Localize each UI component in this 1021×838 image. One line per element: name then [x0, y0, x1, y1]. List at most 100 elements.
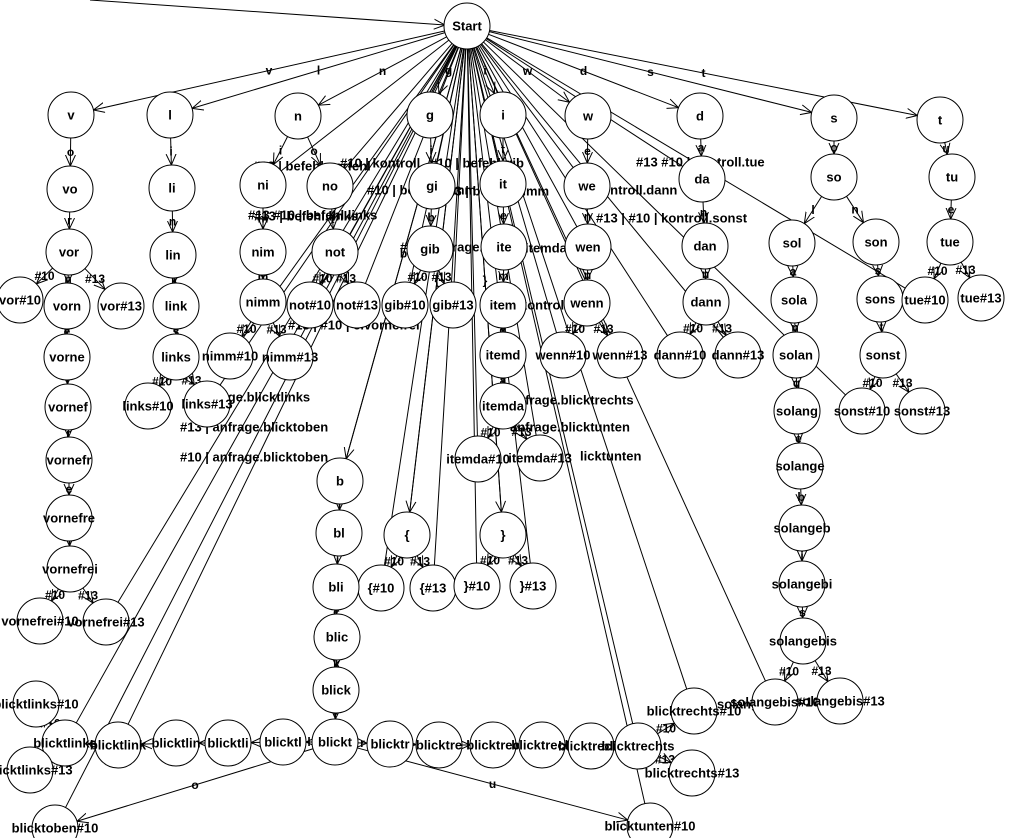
state-circle[interactable] — [82, 598, 130, 646]
state-node-blickt[interactable]: blickt — [311, 718, 359, 766]
state-circle[interactable] — [312, 563, 360, 611]
state-node-gi[interactable]: gi — [408, 162, 456, 210]
state-circle[interactable] — [31, 804, 79, 838]
state-node-links-13[interactable]: links#13 — [181, 380, 233, 428]
state-node-nimm[interactable]: nimm — [239, 278, 287, 326]
state-circle[interactable] — [838, 387, 886, 435]
state-node-sonst-13[interactable]: sonst#13 — [894, 387, 950, 435]
state-circle[interactable] — [898, 387, 946, 435]
state-node-vornef[interactable]: vornef — [44, 383, 92, 431]
state-node-blicktr4[interactable]: blicktrech — [511, 721, 573, 769]
state-circle[interactable] — [239, 228, 287, 276]
state-node-blicktl5[interactable]: blicktlinks — [33, 719, 97, 767]
state-circle[interactable] — [816, 677, 864, 725]
state-circle[interactable] — [518, 721, 566, 769]
state-circle[interactable] — [916, 96, 964, 144]
state-node-itemd[interactable]: itemd — [479, 331, 527, 379]
state-node-links-10[interactable]: links#10 — [122, 382, 174, 430]
state-circle[interactable] — [778, 504, 826, 552]
state-circle[interactable] — [148, 164, 196, 212]
state-node-sola[interactable]: sola — [770, 276, 818, 324]
state-node-rbrace-10[interactable]: }#10 — [453, 562, 501, 610]
state-node-d[interactable]: d — [676, 92, 724, 140]
state-circle[interactable] — [859, 331, 907, 379]
state-circle[interactable] — [94, 721, 142, 769]
state-node-itemda-13[interactable]: itemda#13 — [508, 434, 572, 482]
state-node-sons[interactable]: sons — [856, 275, 904, 323]
state-circle[interactable] — [563, 162, 611, 210]
state-node-tue[interactable]: tue — [926, 218, 974, 266]
state-node-vo[interactable]: vo — [46, 165, 94, 213]
state-node-vor-10[interactable]: vor#10 — [0, 276, 44, 324]
state-node-blicktr5[interactable]: blicktrecht — [558, 722, 625, 770]
state-node-tu[interactable]: tu — [928, 153, 976, 201]
state-node-blicktr3[interactable]: blicktrec — [466, 721, 520, 769]
state-circle[interactable] — [596, 331, 644, 379]
state-node-nimm-10[interactable]: nimm#10 — [202, 332, 258, 380]
state-node-vornefrei-10[interactable]: vornefrei#10 — [1, 597, 79, 645]
state-node-itemda[interactable]: itemda — [479, 382, 527, 430]
state-node-lin[interactable]: lin — [149, 231, 197, 279]
state-circle[interactable] — [852, 218, 900, 266]
state-circle[interactable] — [810, 153, 858, 201]
state-node-gib[interactable]: gib — [406, 225, 454, 273]
state-node-s[interactable]: s — [810, 94, 858, 142]
state-node-vorn[interactable]: vorn — [43, 282, 91, 330]
state-node-tue-13[interactable]: tue#13 — [957, 274, 1005, 322]
state-node-vorne[interactable]: vorne — [43, 333, 91, 381]
state-circle[interactable] — [206, 332, 254, 380]
state-node-blicktlinks-13[interactable]: blicktlinks#13 — [0, 746, 73, 794]
state-node-vornefre[interactable]: vornefre — [43, 494, 95, 542]
state-circle[interactable] — [453, 562, 501, 610]
state-node-dan[interactable]: dan — [681, 222, 729, 270]
state-node-solan[interactable]: solan — [772, 331, 820, 379]
state-node-b[interactable]: b — [316, 457, 364, 505]
state-circle[interactable] — [564, 92, 612, 140]
state-circle[interactable] — [509, 562, 557, 610]
state-node-rbrace-13[interactable]: }#13 — [509, 562, 557, 610]
state-circle[interactable] — [45, 494, 93, 542]
state-circle[interactable] — [274, 92, 322, 140]
state-node-sonst[interactable]: sonst — [859, 331, 907, 379]
state-node-we[interactable]: we — [563, 162, 611, 210]
state-node-wenn-13[interactable]: wenn#13 — [592, 331, 648, 379]
state-node-links[interactable]: links — [152, 333, 200, 381]
state-circle[interactable] — [311, 228, 359, 276]
state-circle[interactable] — [45, 436, 93, 484]
state-node-vor-13[interactable]: vor#13 — [97, 282, 145, 330]
state-circle[interactable] — [454, 435, 502, 483]
state-node-blicktunten-10[interactable]: blicktunten#10 — [604, 802, 696, 838]
state-circle[interactable] — [678, 155, 726, 203]
state-node-w[interactable]: w — [564, 92, 612, 140]
state-node-dann-13[interactable]: dann#13 — [712, 331, 765, 379]
state-node-blicktr1[interactable]: blicktr — [366, 720, 414, 768]
state-node-wenn-10[interactable]: wenn#10 — [535, 331, 591, 379]
state-circle[interactable] — [770, 276, 818, 324]
state-circle[interactable] — [311, 718, 359, 766]
state-circle[interactable] — [259, 718, 307, 766]
state-circle[interactable] — [772, 331, 820, 379]
state-circle[interactable] — [381, 281, 429, 329]
state-circle[interactable] — [480, 223, 528, 271]
state-circle[interactable] — [479, 331, 527, 379]
state-node-no[interactable]: no — [306, 162, 354, 210]
state-node-lbrace-13[interactable]: {#13 — [409, 564, 457, 612]
state-circle[interactable] — [152, 719, 200, 767]
state-circle[interactable] — [778, 560, 826, 608]
state-node-start[interactable]: Start — [443, 2, 491, 50]
state-circle[interactable] — [429, 281, 477, 329]
state-circle[interactable] — [479, 160, 527, 208]
state-circle[interactable] — [681, 222, 729, 270]
state-circle[interactable] — [928, 153, 976, 201]
state-node-blic[interactable]: blic — [313, 613, 361, 661]
state-circle[interactable] — [563, 279, 611, 327]
state-circle[interactable] — [333, 281, 381, 329]
state-circle[interactable] — [773, 387, 821, 435]
state-node-blicktrechts-10[interactable]: blicktrechts#10 — [647, 687, 742, 735]
state-node-v[interactable]: v — [47, 91, 95, 139]
state-circle[interactable] — [406, 91, 454, 139]
state-circle[interactable] — [12, 680, 60, 728]
state-circle[interactable] — [16, 597, 64, 645]
state-circle[interactable] — [41, 719, 89, 767]
state-circle[interactable] — [406, 225, 454, 273]
